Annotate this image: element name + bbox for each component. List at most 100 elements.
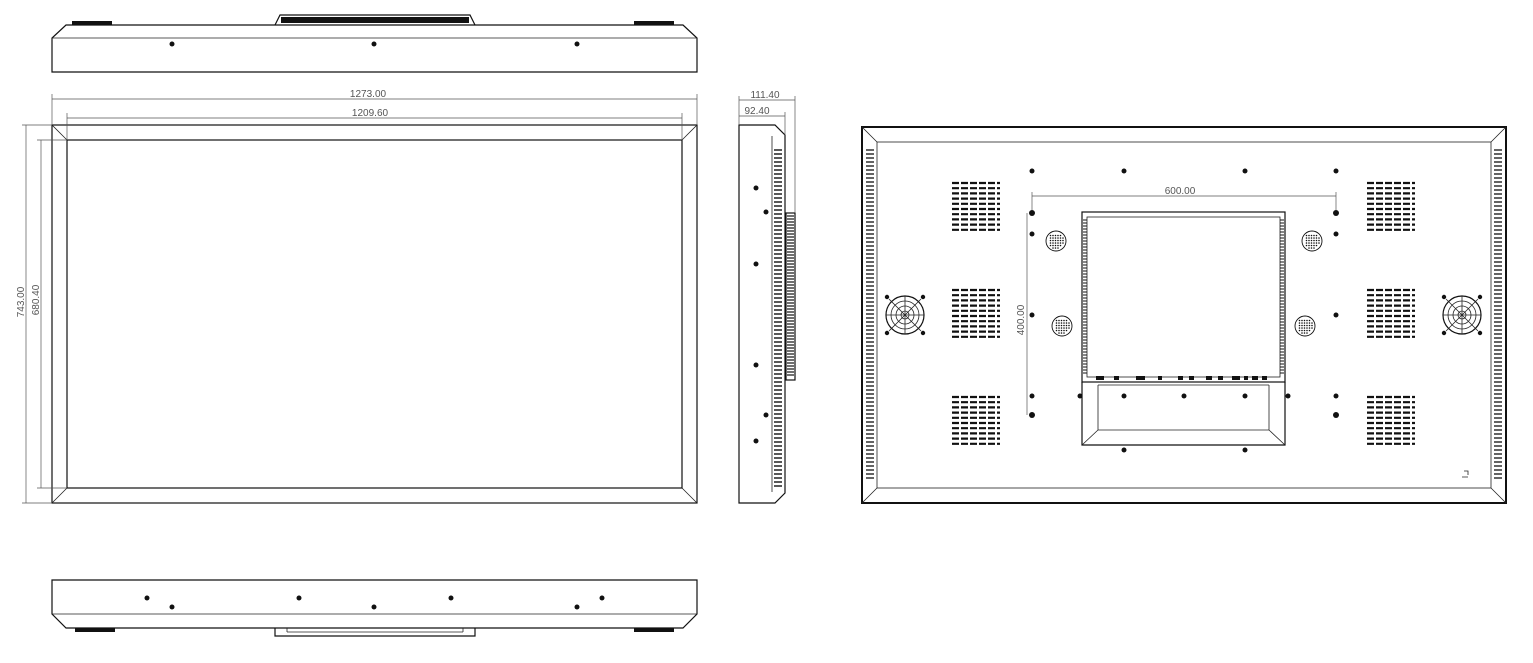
overall-width-label: 1273.00 [350,89,387,100]
speaker-hole [1303,327,1306,329]
speaker-hole [1306,324,1308,327]
speaker-hole [1310,234,1313,237]
speaker-hole [1065,319,1068,322]
speaker-hole [1301,332,1303,334]
speaker-hole [1315,239,1318,242]
speaker-hole [1060,322,1063,324]
speaker-hole [1306,319,1308,322]
speaker-hole [1306,329,1308,332]
speaker-hole [1065,327,1068,329]
speaker-hole [1308,234,1310,237]
rear-dimension-lines [1026,192,1337,415]
speaker-grille [1301,230,1323,252]
speaker-hole [1305,237,1308,239]
body-depth-label: 92.40 [744,106,769,117]
box-connector [1218,376,1223,380]
speaker-hole [1306,322,1308,324]
speaker-hole [1306,332,1308,334]
speaker-hole [1313,242,1315,244]
bottom-foot-left [75,628,115,632]
speaker-hole [1318,239,1320,242]
speaker-hole [1057,244,1059,247]
speaker-hole [1308,322,1311,324]
speaker-hole [1298,319,1301,322]
speaker-hole [1311,324,1313,327]
speaker-hole [1315,237,1318,239]
speaker-hole [1068,324,1070,327]
bottom-foot-right [634,628,674,632]
overall-depth-label: 111.40 [750,90,780,101]
speaker-hole [1063,329,1065,332]
side-view [738,124,796,504]
speaker-hole [1305,242,1308,244]
speaker-hole [1313,234,1315,237]
top-foot-right [634,21,674,25]
speaker-hole [1054,239,1057,242]
speaker-hole [1306,327,1308,329]
speaker-hole [1054,237,1057,239]
speaker-hole [1055,329,1058,332]
rear-vent-blocks [952,181,1415,445]
speaker-hole [1301,322,1303,324]
speaker-hole [1065,329,1068,332]
speaker-hole [1052,237,1054,239]
speaker-hole [1308,319,1311,322]
speaker-hole [1308,242,1310,244]
speaker-hole [1068,327,1070,329]
front-dimension-lines [22,94,698,504]
speaker-hole [1055,319,1058,322]
speaker-hole [1308,239,1310,242]
box-connector [1252,376,1258,380]
side-vent-strip [774,149,782,487]
speaker-hole [1049,234,1052,237]
speaker-hole [1298,322,1301,324]
speaker-hole [1049,242,1052,244]
speaker-hole [1298,327,1301,329]
speaker-hole [1311,322,1313,324]
speaker-hole [1310,244,1313,247]
box-connector [1244,376,1248,380]
speaker-hole [1068,322,1070,324]
speaker-hole [1055,324,1058,327]
speaker-hole [1305,234,1308,237]
speaker-hole [1052,244,1054,247]
electronics-box [1081,211,1286,446]
speaker-hole [1063,327,1065,329]
speaker-hole [1052,234,1054,237]
corner-mark [1462,470,1469,478]
speaker-hole [1055,322,1058,324]
speaker-hole [1308,244,1310,247]
speaker-hole [1057,239,1059,242]
bottom-view [51,579,698,637]
speaker-hole [1054,247,1057,249]
top-vent-grille [281,17,469,23]
speaker-hole [1313,237,1315,239]
speaker-hole [1059,242,1062,244]
speaker-hole [1060,329,1063,332]
side-port-strip [787,215,794,376]
speaker-hole [1057,237,1059,239]
speaker-hole [1052,242,1054,244]
speaker-hole [1058,327,1060,329]
box-connector [1178,376,1183,380]
speaker-hole [1059,237,1062,239]
box-port-ticks [1083,219,1284,374]
speaker-hole [1301,327,1303,329]
top-foot-left [72,21,112,25]
speaker-hole [1062,242,1064,244]
speaker-hole [1298,329,1301,332]
box-connector [1096,376,1104,380]
speaker-hole [1303,319,1306,322]
rear-view [861,126,1507,504]
speaker-hole [1063,322,1065,324]
speaker-hole [1060,324,1063,327]
speaker-hole [1298,324,1301,327]
speaker-hole [1058,322,1060,324]
box-connector [1189,376,1194,380]
speaker-hole [1062,239,1064,242]
speaker-hole [1310,239,1313,242]
overall-height-label: 743.00 [16,286,27,317]
speaker-hole [1054,234,1057,237]
box-connector [1136,376,1145,380]
speaker-hole [1059,234,1062,237]
